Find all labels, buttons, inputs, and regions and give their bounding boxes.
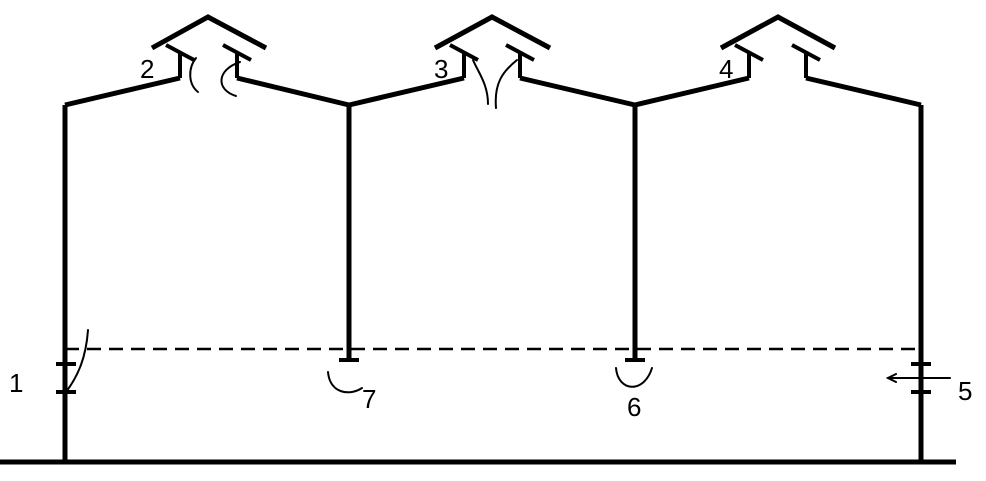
label-6: 6 bbox=[627, 392, 641, 422]
roof-span-1 bbox=[64, 75, 181, 108]
label-7: 7 bbox=[362, 384, 376, 414]
roof-monitor-2 bbox=[433, 14, 552, 109]
roof-span-3-left bbox=[634, 75, 750, 108]
column-base-arc-right bbox=[615, 367, 653, 388]
roof-span-3-right bbox=[805, 75, 922, 108]
label-2: 2 bbox=[140, 54, 154, 84]
label-3: 3 bbox=[434, 54, 448, 84]
roof-monitor-1 bbox=[150, 14, 268, 97]
column-base-arc-left bbox=[327, 371, 363, 394]
roof-monitor-3 bbox=[719, 14, 837, 78]
label-4: 4 bbox=[719, 54, 733, 84]
label-1: 1 bbox=[9, 368, 23, 398]
left-wall-opening bbox=[56, 329, 89, 394]
label-5: 5 bbox=[958, 376, 972, 406]
roof-span-2-left bbox=[348, 75, 465, 108]
right-wall-opening bbox=[885, 362, 951, 394]
roof-span-2-right bbox=[519, 75, 636, 108]
roof-span-1-right bbox=[236, 75, 350, 108]
